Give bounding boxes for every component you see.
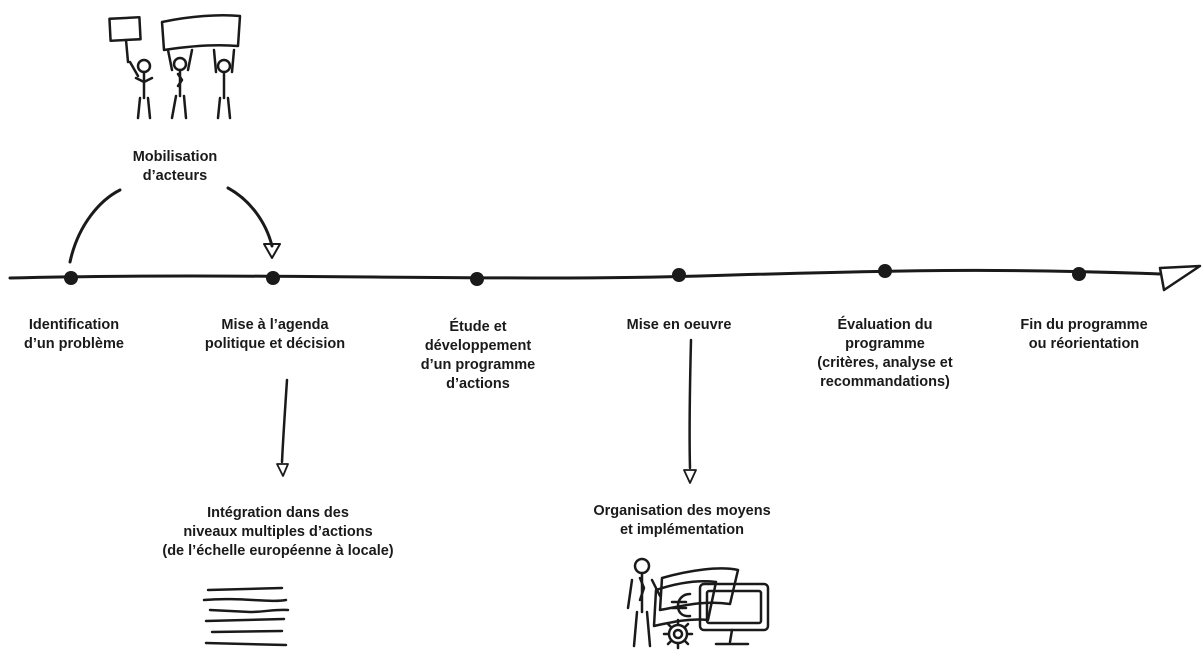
stage-label-2-line-1: Mise à l’agenda: [221, 317, 329, 333]
organisation-arrow-line: [688, 338, 693, 470]
stage-label-3-line-1: Étude et: [449, 319, 507, 335]
stage-label-6-line-2: ou réorientation: [1028, 336, 1140, 352]
mobilisation-label-line-1: Mobilisation: [132, 149, 218, 165]
stage-label-5: Évaluation du programme (critères, analy…: [817, 316, 952, 392]
organisation-arrowhead: [683, 469, 697, 484]
stage-label-5-line-1: Évaluation du: [837, 317, 933, 333]
protest-people-icon: [108, 14, 242, 120]
stage-label-4: Mise en oeuvre: [627, 316, 732, 335]
integration-label: Intégration dans des niveaux multiples d…: [162, 504, 393, 561]
integration-label-line-3: (de l’échelle européenne à locale): [162, 543, 394, 559]
organisation-label: Organisation des moyens et implémentatio…: [593, 502, 770, 540]
organisation-label-line-2: et implémentation: [619, 522, 745, 538]
stage-label-5-line-3: (critères, analyse et: [817, 355, 953, 371]
stage-label-3-line-4: d’actions: [446, 376, 510, 392]
stage-dot-1: [64, 271, 78, 285]
stage-dot-3: [470, 272, 484, 286]
stage-label-6: Fin du programme ou réorientation: [1020, 316, 1147, 354]
stage-label-2: Mise à l’agenda politique et décision: [205, 316, 345, 354]
stage-label-6-line-1: Fin du programme: [1020, 317, 1148, 333]
gear-icon: [662, 618, 694, 650]
integration-arrowhead: [276, 463, 289, 477]
worker-with-money-and-computer-icon: [626, 557, 770, 648]
mobilisation-arc-left: [68, 188, 122, 264]
organisation-label-line-1: Organisation des moyens: [593, 503, 771, 519]
integration-arrow-line: [280, 378, 289, 464]
mobilisation-label-line-2: d’acteurs: [142, 168, 208, 184]
euro-icon: [670, 592, 692, 618]
stage-dot-6: [1072, 267, 1086, 281]
stage-label-3-line-3: d’un programme: [420, 357, 536, 373]
mobilisation-arc-right: [226, 186, 274, 248]
stage-label-1-line-1: Identification: [28, 317, 120, 333]
stage-label-2-line-2: politique et décision: [204, 336, 346, 352]
stage-label-1-line-2: d’un problème: [24, 336, 124, 352]
timeline-axis: [8, 268, 1162, 280]
stage-label-5-line-4: recommandations): [820, 374, 950, 390]
mobilisation-label: Mobilisation d’acteurs: [133, 148, 218, 186]
stage-label-3-line-2: développement: [424, 338, 532, 354]
document-lines-icon: [202, 586, 290, 647]
stage-markers: [64, 264, 1086, 286]
mobilisation-arc-arrowhead: [263, 243, 281, 259]
timeline-arrowhead: [1158, 264, 1202, 292]
stage-label-5-line-2: programme: [845, 336, 925, 352]
stage-label-4-line-1: Mise en oeuvre: [626, 317, 732, 333]
stage-label-3: Étude et développement d’un programme d’…: [421, 318, 535, 394]
integration-label-line-2: niveaux multiples d’actions: [183, 524, 373, 540]
stage-dot-4: [672, 268, 686, 282]
stage-label-1: Identification d’un problème: [24, 316, 124, 354]
integration-label-line-1: Intégration dans des: [207, 505, 349, 521]
stage-dot-2: [266, 271, 280, 285]
stage-dot-5: [878, 264, 892, 278]
